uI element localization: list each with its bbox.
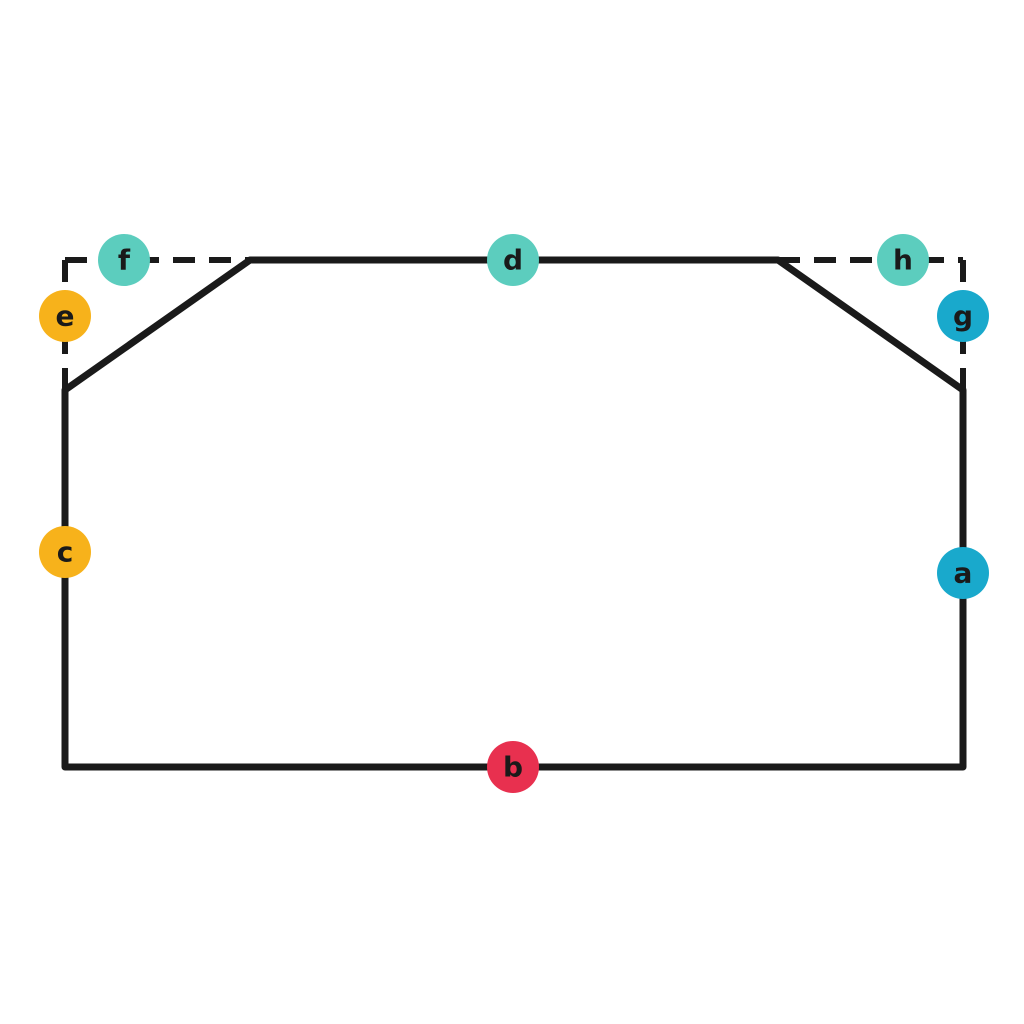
marker-a-label: a	[954, 557, 973, 590]
marker-a-circle	[937, 547, 989, 599]
marker-e: e	[39, 290, 91, 342]
marker-f-circle	[98, 234, 150, 286]
marker-b-circle	[487, 741, 539, 793]
marker-d: d	[487, 234, 539, 286]
marker-f: f	[98, 234, 150, 286]
marker-e-label: e	[56, 300, 75, 333]
marker-h: h	[877, 234, 929, 286]
marker-e-circle	[39, 290, 91, 342]
marker-b-label: b	[503, 751, 523, 784]
marker-h-label: h	[893, 244, 913, 277]
marker-d-label: d	[503, 244, 523, 277]
marker-f-label: f	[118, 244, 131, 277]
marker-h-circle	[877, 234, 929, 286]
marker-c-circle	[39, 526, 91, 578]
marker-g: g	[937, 290, 989, 342]
marker-g-label: g	[953, 300, 973, 333]
marker-a: a	[937, 547, 989, 599]
marker-c-label: c	[57, 536, 74, 569]
shape-outline	[61, 256, 967, 771]
marker-c: c	[39, 526, 91, 578]
marker-d-circle	[487, 234, 539, 286]
marker-g-circle	[937, 290, 989, 342]
marker-b: b	[487, 741, 539, 793]
